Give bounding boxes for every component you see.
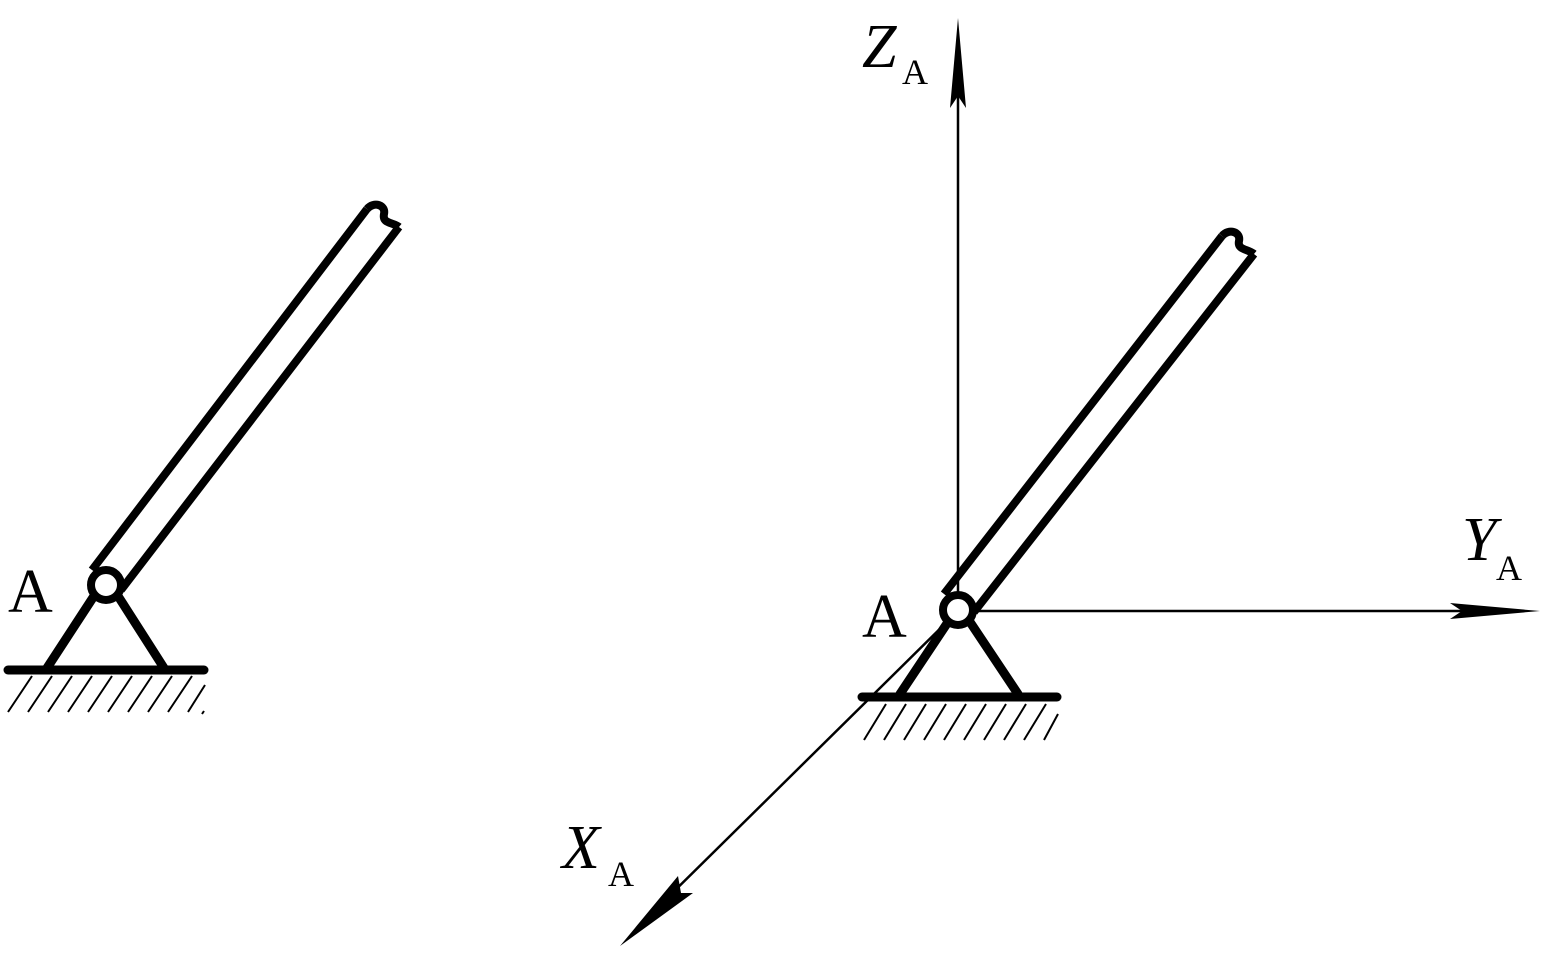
svg-text:Y: Y — [1462, 506, 1502, 574]
right-rod-edge-upper — [940, 233, 1226, 597]
x-axis-line — [649, 610, 959, 916]
y-axis-label: Y A — [1462, 506, 1522, 588]
right-point-label: A — [862, 583, 907, 651]
right-support-triangle-right — [965, 617, 1023, 699]
left-support-triangle — [42, 591, 99, 673]
svg-text:A: A — [608, 854, 634, 894]
svg-text:A: A — [902, 52, 928, 92]
right-figure: A Z A Y A X A — [559, 13, 1540, 946]
left-pin-joint — [87, 566, 125, 604]
left-rod-edge-upper — [88, 206, 371, 573]
z-axis-label: Z A — [862, 13, 928, 92]
svg-text:Z: Z — [862, 13, 897, 81]
y-axis-arrowhead — [1450, 603, 1540, 619]
right-support-triangle-left — [895, 617, 953, 699]
x-axis-arrowhead — [620, 876, 693, 946]
svg-text:A: A — [1496, 548, 1522, 588]
right-ground-hatching — [863, 703, 1059, 741]
left-rod-break — [363, 200, 402, 231]
right-rod-break — [1218, 227, 1257, 258]
left-ground-hatching — [7, 675, 206, 715]
z-axis-arrowhead — [950, 18, 966, 108]
right-rod-edge-lower — [970, 251, 1258, 615]
svg-text:X: X — [559, 814, 602, 882]
left-support-triangle-right — [113, 591, 169, 673]
x-axis-label: X A — [559, 814, 634, 894]
left-rod-edge-lower — [117, 224, 403, 593]
left-figure: A — [3, 200, 403, 715]
left-point-label: A — [8, 558, 53, 626]
right-pin-joint — [939, 591, 977, 629]
